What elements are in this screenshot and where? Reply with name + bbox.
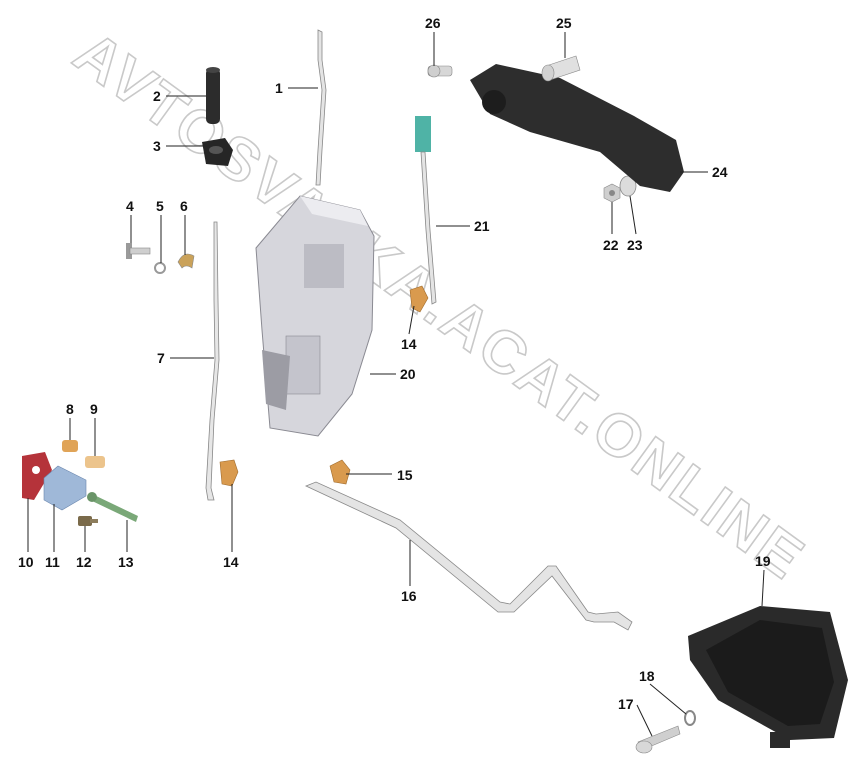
leader-lines <box>27 32 765 737</box>
rod-21 <box>415 116 437 305</box>
nut-22 <box>603 183 621 203</box>
callout-19: 19 <box>755 553 771 569</box>
rod-7 <box>205 221 220 501</box>
callout-20: 20 <box>400 366 416 382</box>
callout-9: 9 <box>90 401 98 417</box>
screw-17 <box>635 725 681 754</box>
callout-2: 2 <box>153 88 161 104</box>
rod-16 <box>304 481 633 631</box>
callout-14-bottom: 14 <box>223 554 239 570</box>
outer-handle-24 <box>470 64 684 192</box>
callout-labels: 1 2 3 4 5 6 7 8 9 10 11 12 13 14 14 15 1… <box>18 15 771 712</box>
bracket-11 <box>43 465 87 511</box>
inner-handle-19 <box>688 606 848 748</box>
screw-26 <box>427 64 453 78</box>
callout-1: 1 <box>275 80 283 96</box>
bushing-8 <box>62 440 78 452</box>
clip-6 <box>177 253 195 269</box>
washer-23 <box>619 175 637 197</box>
washer-18 <box>684 710 696 726</box>
clip-15 <box>329 459 351 485</box>
screw-12 <box>78 516 98 526</box>
callout-18: 18 <box>639 668 655 684</box>
watermark-text: AVTOSVAZKA.ACAT.ONLINE <box>62 18 817 592</box>
callout-3: 3 <box>153 138 161 154</box>
bolt-13 <box>87 492 138 522</box>
callout-10: 10 <box>18 554 34 570</box>
callout-4: 4 <box>126 198 134 214</box>
callout-8: 8 <box>66 401 74 417</box>
callout-6: 6 <box>180 198 188 214</box>
callout-21: 21 <box>474 218 490 234</box>
callout-26: 26 <box>425 15 441 31</box>
plate-10 <box>22 452 52 500</box>
callout-22: 22 <box>603 237 619 253</box>
callout-13: 13 <box>118 554 134 570</box>
callout-17: 17 <box>618 696 634 712</box>
rod-1 <box>315 29 327 186</box>
callout-24: 24 <box>712 164 728 180</box>
lock-20 <box>255 195 375 437</box>
callout-23: 23 <box>627 237 643 253</box>
bushing-9 <box>85 456 105 468</box>
callout-7: 7 <box>157 350 165 366</box>
callout-25: 25 <box>556 15 572 31</box>
plug-2 <box>206 67 220 124</box>
clip-3 <box>202 138 233 166</box>
ring-5 <box>154 262 166 274</box>
callout-14-lock: 14 <box>401 336 417 352</box>
callout-11: 11 <box>45 554 60 570</box>
callout-5: 5 <box>156 198 164 214</box>
clip-14 <box>219 459 239 487</box>
clip-14-b <box>409 285 429 313</box>
screw-25 <box>541 55 581 82</box>
bolt-4 <box>126 243 151 259</box>
callout-15: 15 <box>397 467 413 483</box>
callout-12: 12 <box>76 554 92 570</box>
callout-16: 16 <box>401 588 417 604</box>
